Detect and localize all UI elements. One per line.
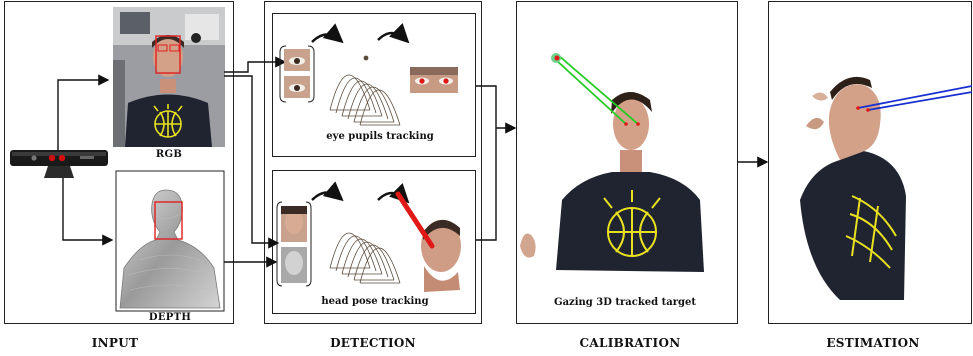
kinect-to-depth-arrow <box>62 178 114 246</box>
head-to-merge-line <box>476 128 497 241</box>
rgb-to-eye-arrow <box>224 56 287 73</box>
kinect-to-rgb-arrow <box>57 74 110 150</box>
head-pose-caption: head pose tracking <box>321 296 429 307</box>
stage-input-label: INPUT <box>91 336 139 350</box>
head-pose-result <box>395 191 461 292</box>
eye-tracking-caption: eye pupils tracking <box>326 131 434 142</box>
eye-result-crop <box>410 67 458 93</box>
rgb-to-head-arrow <box>224 75 280 249</box>
calibration-caption: Gazing 3D tracked target <box>554 297 696 308</box>
head-crops <box>276 201 312 287</box>
eye-to-merge-line <box>476 85 497 128</box>
rgb-label: RGB <box>155 149 183 160</box>
curved-arrow-head-1 <box>311 181 344 202</box>
curved-arrow-eye-1 <box>311 23 344 44</box>
curved-arrow-eye-2 <box>377 23 410 44</box>
stage-detection-label: DETECTION <box>330 336 416 350</box>
regression-forest-eye <box>329 55 401 126</box>
kinect-sensor <box>10 150 108 178</box>
calibration-scene <box>520 53 704 272</box>
eye-crops <box>279 45 315 103</box>
stage-calibration-label: CALIBRATION <box>579 336 681 350</box>
stage-estimation-label: ESTIMATION <box>826 336 920 350</box>
rgb-image <box>113 7 225 147</box>
estimation-scene <box>800 76 973 300</box>
depth-label: DEPTH <box>148 312 192 323</box>
regression-forest-head <box>329 232 401 284</box>
curved-arrow-head-2 <box>377 183 410 204</box>
depth-image <box>115 170 225 312</box>
